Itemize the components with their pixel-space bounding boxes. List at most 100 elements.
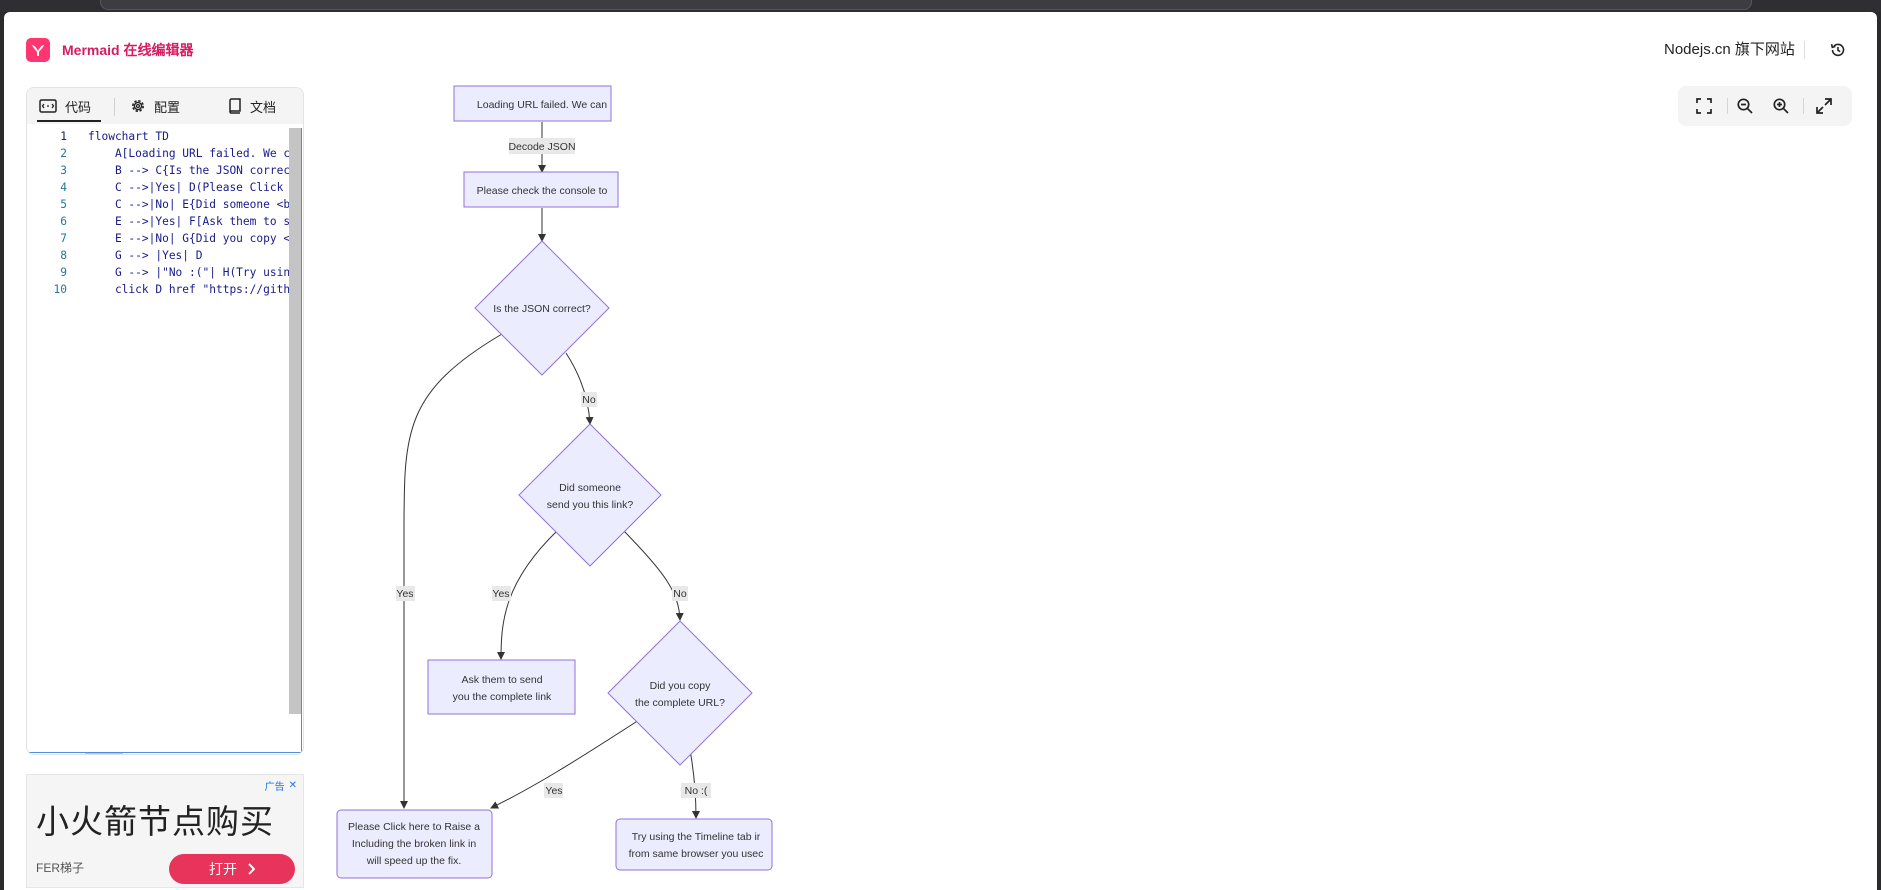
gear-icon bbox=[132, 100, 144, 112]
editor-focus-border-bottom bbox=[27, 752, 303, 753]
line-number: 10 bbox=[53, 283, 67, 296]
node-a[interactable]: Loading URL failed. We can bbox=[453, 85, 612, 122]
node-e[interactable]: Did someone send you this link? bbox=[518, 423, 662, 567]
ad-open-label: 打开 bbox=[209, 861, 237, 877]
code-line[interactable]: 5 C -->|No| E{Did someone <br bbox=[27, 196, 290, 213]
edge-label-e-no-text: No bbox=[673, 588, 687, 600]
edge-g-d bbox=[490, 719, 640, 809]
horizontal-scrollbar[interactable] bbox=[85, 752, 123, 754]
edge-label-c-yes: Yes bbox=[396, 586, 415, 601]
line-number: 2 bbox=[60, 147, 67, 160]
line-number: 6 bbox=[60, 215, 67, 228]
edge-label-c-yes-text: Yes bbox=[396, 588, 413, 600]
line-number: 3 bbox=[60, 164, 67, 177]
diagram-canvas[interactable]: Decode JSON No Yes Yes No Yes No :( bbox=[4, 12, 904, 890]
app-logo[interactable] bbox=[26, 38, 50, 62]
code-line[interactable]: 7 E -->|No| G{Did you copy <b bbox=[27, 230, 290, 247]
code-text: B --> C{Is the JSON correct bbox=[88, 164, 290, 177]
edge-label-c-no: No bbox=[581, 392, 597, 407]
app-title[interactable]: Mermaid 在线编辑器 bbox=[62, 42, 194, 58]
code-line[interactable]: 4 C -->|Yes| D(Please Click h bbox=[27, 179, 290, 196]
edge-label-decode-text: Decode JSON bbox=[508, 141, 575, 153]
node-h[interactable]: Try using the Timeline tab ir from same … bbox=[615, 818, 773, 871]
tab-code[interactable]: 代码 bbox=[37, 92, 101, 122]
fit-view-button[interactable] bbox=[1692, 94, 1716, 118]
zoom-in-icon bbox=[1773, 98, 1789, 114]
edge-g-h bbox=[689, 749, 700, 819]
node-b-label: Please check the console to bbox=[477, 185, 608, 197]
code-text: flowchart TD bbox=[88, 130, 169, 143]
code-line[interactable]: 9 G --> |"No :("| H(Try using bbox=[27, 264, 290, 281]
node-e-label-1: Did someone bbox=[559, 482, 621, 494]
code-text: G --> |"No :("| H(Try using bbox=[88, 266, 290, 279]
tab-config[interactable]: 配置 bbox=[130, 92, 180, 120]
code-text: G --> |Yes| D bbox=[88, 249, 203, 262]
chevron-right-icon bbox=[248, 863, 255, 875]
edge-label-g-yes-text: Yes bbox=[545, 785, 562, 797]
header-divider bbox=[1804, 41, 1805, 59]
edge-label-g-no-text: No :( bbox=[685, 785, 708, 797]
ad-title: 小火箭节点购买 bbox=[36, 803, 274, 840]
tab-config-label: 配置 bbox=[154, 99, 181, 115]
zoom-out-button[interactable] bbox=[1733, 94, 1757, 118]
code-text: E -->|No| G{Did you copy <b bbox=[88, 232, 290, 245]
node-b[interactable]: Please check the console to bbox=[463, 171, 619, 208]
line-number: 9 bbox=[60, 266, 67, 279]
code-line[interactable]: 2 A[Loading URL failed. We ca bbox=[27, 145, 290, 162]
tab-docs[interactable]: 文档 bbox=[228, 92, 276, 120]
browser-address-bar[interactable] bbox=[100, 0, 1752, 10]
ad-badge[interactable]: 广告 ✕ bbox=[265, 778, 297, 793]
zoom-in-button[interactable] bbox=[1769, 94, 1793, 118]
node-d-label-3: will speed up the fix. bbox=[366, 855, 462, 867]
node-d[interactable]: Please Click here to Raise a Including t… bbox=[336, 809, 493, 879]
code-text: C -->|No| E{Did someone <br bbox=[88, 198, 290, 211]
edge-label-g-no: No :( bbox=[681, 783, 711, 798]
node-f-label-1: Ask them to send bbox=[461, 674, 542, 686]
history-button[interactable] bbox=[1826, 38, 1850, 62]
editor-tabs: 代码 配置 文档 bbox=[27, 88, 303, 124]
node-c[interactable]: Is the JSON correct? bbox=[474, 240, 610, 376]
tab-docs-label: 文档 bbox=[250, 99, 277, 115]
node-f-label-2: you the complete link bbox=[453, 691, 552, 703]
mermaid-logo-icon bbox=[32, 45, 44, 56]
fullscreen-button[interactable] bbox=[1812, 94, 1836, 118]
node-a-label: Loading URL failed. We can bbox=[477, 99, 607, 111]
node-g-label-1: Did you copy bbox=[650, 680, 711, 692]
code-text: E -->|Yes| F[Ask them to se bbox=[88, 215, 290, 228]
edge-e-g bbox=[622, 529, 684, 621]
vertical-scrollbar[interactable] bbox=[289, 128, 301, 714]
diagram-toolbar bbox=[1678, 86, 1852, 126]
book-icon bbox=[229, 98, 241, 114]
edge-label-c-no-text: No bbox=[582, 394, 596, 406]
edge-label-decode: Decode JSON bbox=[508, 138, 576, 154]
code-line[interactable]: 6 E -->|Yes| F[Ask them to se bbox=[27, 213, 290, 230]
line-number: 5 bbox=[60, 198, 67, 211]
line-number: 4 bbox=[60, 181, 67, 194]
node-c-label: Is the JSON correct? bbox=[493, 303, 591, 315]
ad-open-button[interactable]: 打开 bbox=[169, 854, 295, 884]
code-line[interactable]: 3 B --> C{Is the JSON correct bbox=[27, 162, 290, 179]
line-number: 8 bbox=[60, 249, 67, 262]
node-e-label-2: send you this link? bbox=[547, 499, 634, 511]
code-icon bbox=[39, 99, 57, 113]
code-line[interactable]: 10 click D href "https://githu bbox=[27, 281, 290, 298]
node-f[interactable]: Ask them to send you the complete link bbox=[427, 659, 576, 715]
ad-close-icon[interactable]: ✕ bbox=[288, 780, 297, 791]
node-h-label-2: from same browser you usec bbox=[629, 848, 764, 860]
code-line[interactable]: 8 G --> |Yes| D bbox=[27, 247, 290, 264]
site-link[interactable]: Nodejs.cn 旗下网站 bbox=[1664, 41, 1795, 58]
edge-label-e-yes: Yes bbox=[492, 586, 511, 601]
tab-separator bbox=[114, 98, 115, 116]
edge-c-d bbox=[400, 333, 503, 809]
code-text: C -->|Yes| D(Please Click h bbox=[88, 181, 290, 194]
editor-focus-border bbox=[301, 128, 302, 753]
page: Mermaid 在线编辑器 Nodejs.cn 旗下网站 代码 bbox=[4, 12, 1877, 890]
ad-banner[interactable]: 广告 ✕ 小火箭节点购买 FER梯子 打开 bbox=[26, 774, 304, 888]
node-d-label-1: Please Click here to Raise a bbox=[348, 821, 480, 833]
edge-c-e bbox=[565, 352, 594, 425]
node-g[interactable]: Did you copy the complete URL? bbox=[607, 620, 753, 766]
fit-view-icon bbox=[1696, 98, 1712, 114]
